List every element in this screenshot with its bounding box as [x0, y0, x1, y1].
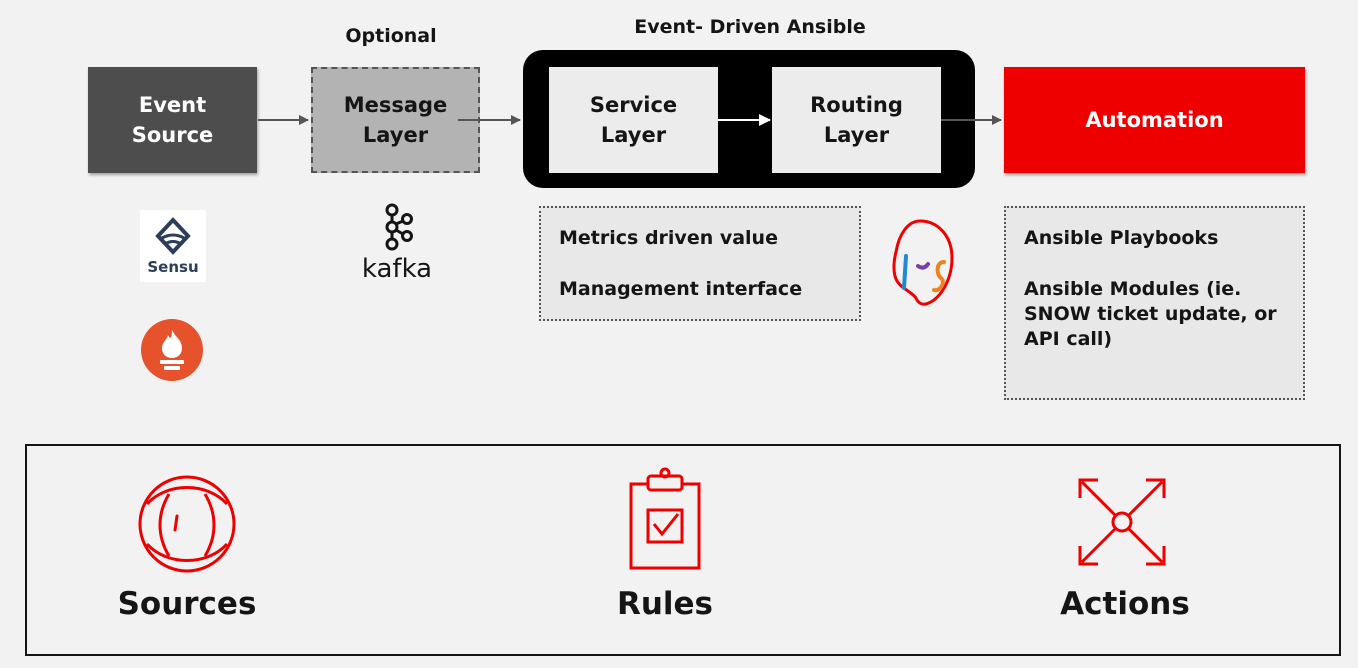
eda-notes-box: Metrics driven value Management interfac…	[539, 206, 861, 321]
automation-box: Automation	[1004, 67, 1305, 173]
automation-note-modules: Ansible Modules (ie. SNOW ticket update,…	[1024, 278, 1277, 350]
face-logo-icon	[892, 219, 954, 306]
message-layer-box: Message Layer	[311, 67, 480, 173]
service-layer-box: Service Layer	[549, 67, 718, 173]
sources-label: Sources	[117, 586, 257, 622]
actions-icon	[1078, 478, 1166, 566]
message-layer-label: Message Layer	[343, 93, 448, 147]
event-source-box: Event Source	[88, 67, 257, 173]
routing-layer-label: Routing Layer	[810, 93, 903, 147]
optional-label: Optional	[345, 25, 437, 47]
sensu-logo: Sensu	[140, 210, 206, 282]
kafka-wordmark: kafka	[361, 254, 433, 284]
automation-label: Automation	[1085, 108, 1224, 132]
sources-icon	[138, 475, 236, 573]
service-layer-label: Service Layer	[589, 93, 678, 147]
routing-layer-box: Routing Layer	[772, 67, 941, 173]
kafka-icon	[385, 203, 413, 251]
rules-clipboard-icon	[629, 467, 701, 570]
eda-note-metrics: Metrics driven value	[559, 227, 778, 249]
automation-note-playbooks: Ansible Playbooks	[1024, 227, 1219, 249]
sensu-wordmark: Sensu	[147, 258, 199, 276]
event-source-label: Event Source	[131, 93, 214, 147]
rules-label: Rules	[616, 586, 714, 622]
sensu-icon	[155, 217, 191, 255]
eda-note-management: Management interface	[559, 278, 803, 300]
actions-label: Actions	[1060, 586, 1190, 622]
eda-title: Event- Driven Ansible	[634, 16, 866, 38]
prometheus-icon	[141, 319, 203, 381]
automation-notes-box: Ansible Playbooks Ansible Modules (ie. S…	[1004, 206, 1305, 400]
